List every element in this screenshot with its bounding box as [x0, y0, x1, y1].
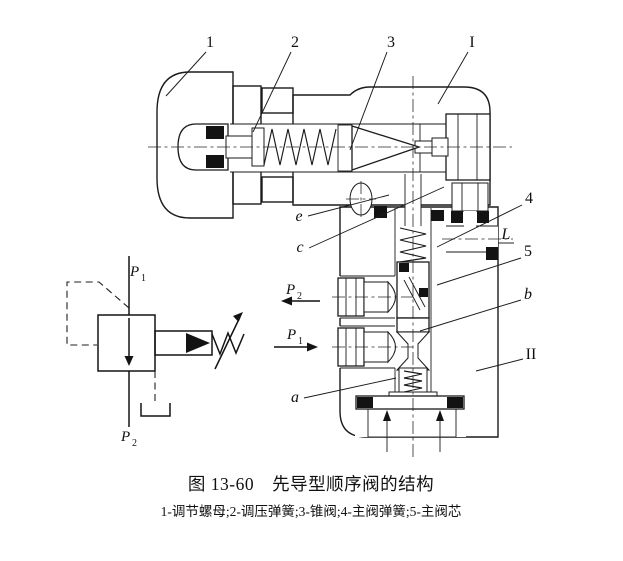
seal-ring [451, 211, 463, 223]
symbol-adjust-arrow [214, 316, 241, 370]
inlet-flow: P 1 [274, 327, 318, 352]
pilot-valve-body-I [292, 86, 491, 206]
flow-arrow-right-icon [307, 342, 318, 352]
figure-caption: 图 13-60 先导型顺序阀的结构 [188, 474, 434, 494]
callout-4: 4 [525, 190, 533, 207]
leader-e [307, 194, 390, 217]
symbol-p1-sub: 1 [141, 273, 146, 284]
port-p2-sub: 2 [297, 291, 302, 302]
spool-waist [395, 331, 431, 371]
symbol-valve-box [97, 314, 156, 372]
drain-port-L [442, 182, 513, 260]
passage-e [346, 181, 387, 218]
leader-I [437, 51, 469, 105]
symbol-tank-icon [140, 403, 171, 417]
outlet-flow: P 2 [281, 282, 320, 306]
leader-II [475, 358, 524, 372]
symbol-adjust-arrow-icon [233, 312, 243, 322]
seal-ring [447, 397, 463, 408]
main-spring-4 [399, 227, 427, 263]
symbol-p2-label: P [120, 429, 130, 445]
symbol-pilot-line [66, 281, 130, 346]
leader-a [303, 377, 397, 399]
seal-ring [477, 211, 489, 223]
callout-5: 5 [524, 243, 532, 260]
seal-ring [206, 126, 224, 139]
symbol-p2-sub: 2 [132, 438, 137, 449]
seal-ring [357, 397, 373, 408]
symbol-pilot-stage-box [154, 330, 213, 356]
callout-3: 3 [387, 34, 395, 51]
seal-ring [206, 155, 224, 168]
callout-L: L [501, 226, 511, 243]
leader-3 [349, 51, 388, 151]
port-p2-label: P [285, 282, 295, 298]
callout-body-II: II [526, 346, 537, 363]
leader-b [419, 299, 522, 332]
leader-5 [436, 257, 522, 286]
inlet-port-plug [332, 327, 413, 367]
seal-ring [486, 247, 498, 260]
leader-1 [165, 51, 207, 97]
callout-a: a [291, 389, 299, 406]
symbol-spring-icon [211, 330, 245, 357]
leader-c [308, 186, 445, 249]
leader-2 [252, 51, 292, 133]
callout-c: c [296, 239, 303, 256]
hydraulic-symbol: P 1 P 2 [66, 256, 245, 449]
callout-e: e [295, 208, 302, 225]
outlet-port-plug [332, 277, 413, 317]
pin-arrow-icon [383, 410, 391, 421]
port-p1-sub: 1 [298, 336, 303, 347]
callout-b: b [524, 286, 532, 303]
callout-1: 1 [206, 34, 214, 51]
figure-legend: 1-调节螺母;2-调压弹簧;3-锥阀;4-主阀弹簧;5-主阀芯 [161, 504, 462, 519]
seal-ring [431, 210, 444, 221]
symbol-flow-arrow-icon [124, 356, 134, 366]
callouts: 1 2 3 I 4 L 5 b II e c a [165, 34, 537, 406]
seal-ring [374, 206, 387, 218]
flow-arrow-left-icon [281, 296, 292, 306]
bottom-end-plug [355, 391, 465, 452]
callout-2: 2 [291, 34, 299, 51]
port-p1-label: P [286, 327, 296, 343]
leader-4 [436, 204, 523, 248]
pin-arrow-icon [436, 410, 444, 421]
symbol-p1-label: P [129, 264, 139, 280]
poppet-cone [351, 125, 422, 171]
symbol-poppet-icon [186, 333, 210, 353]
callout-body-I: I [469, 34, 474, 51]
